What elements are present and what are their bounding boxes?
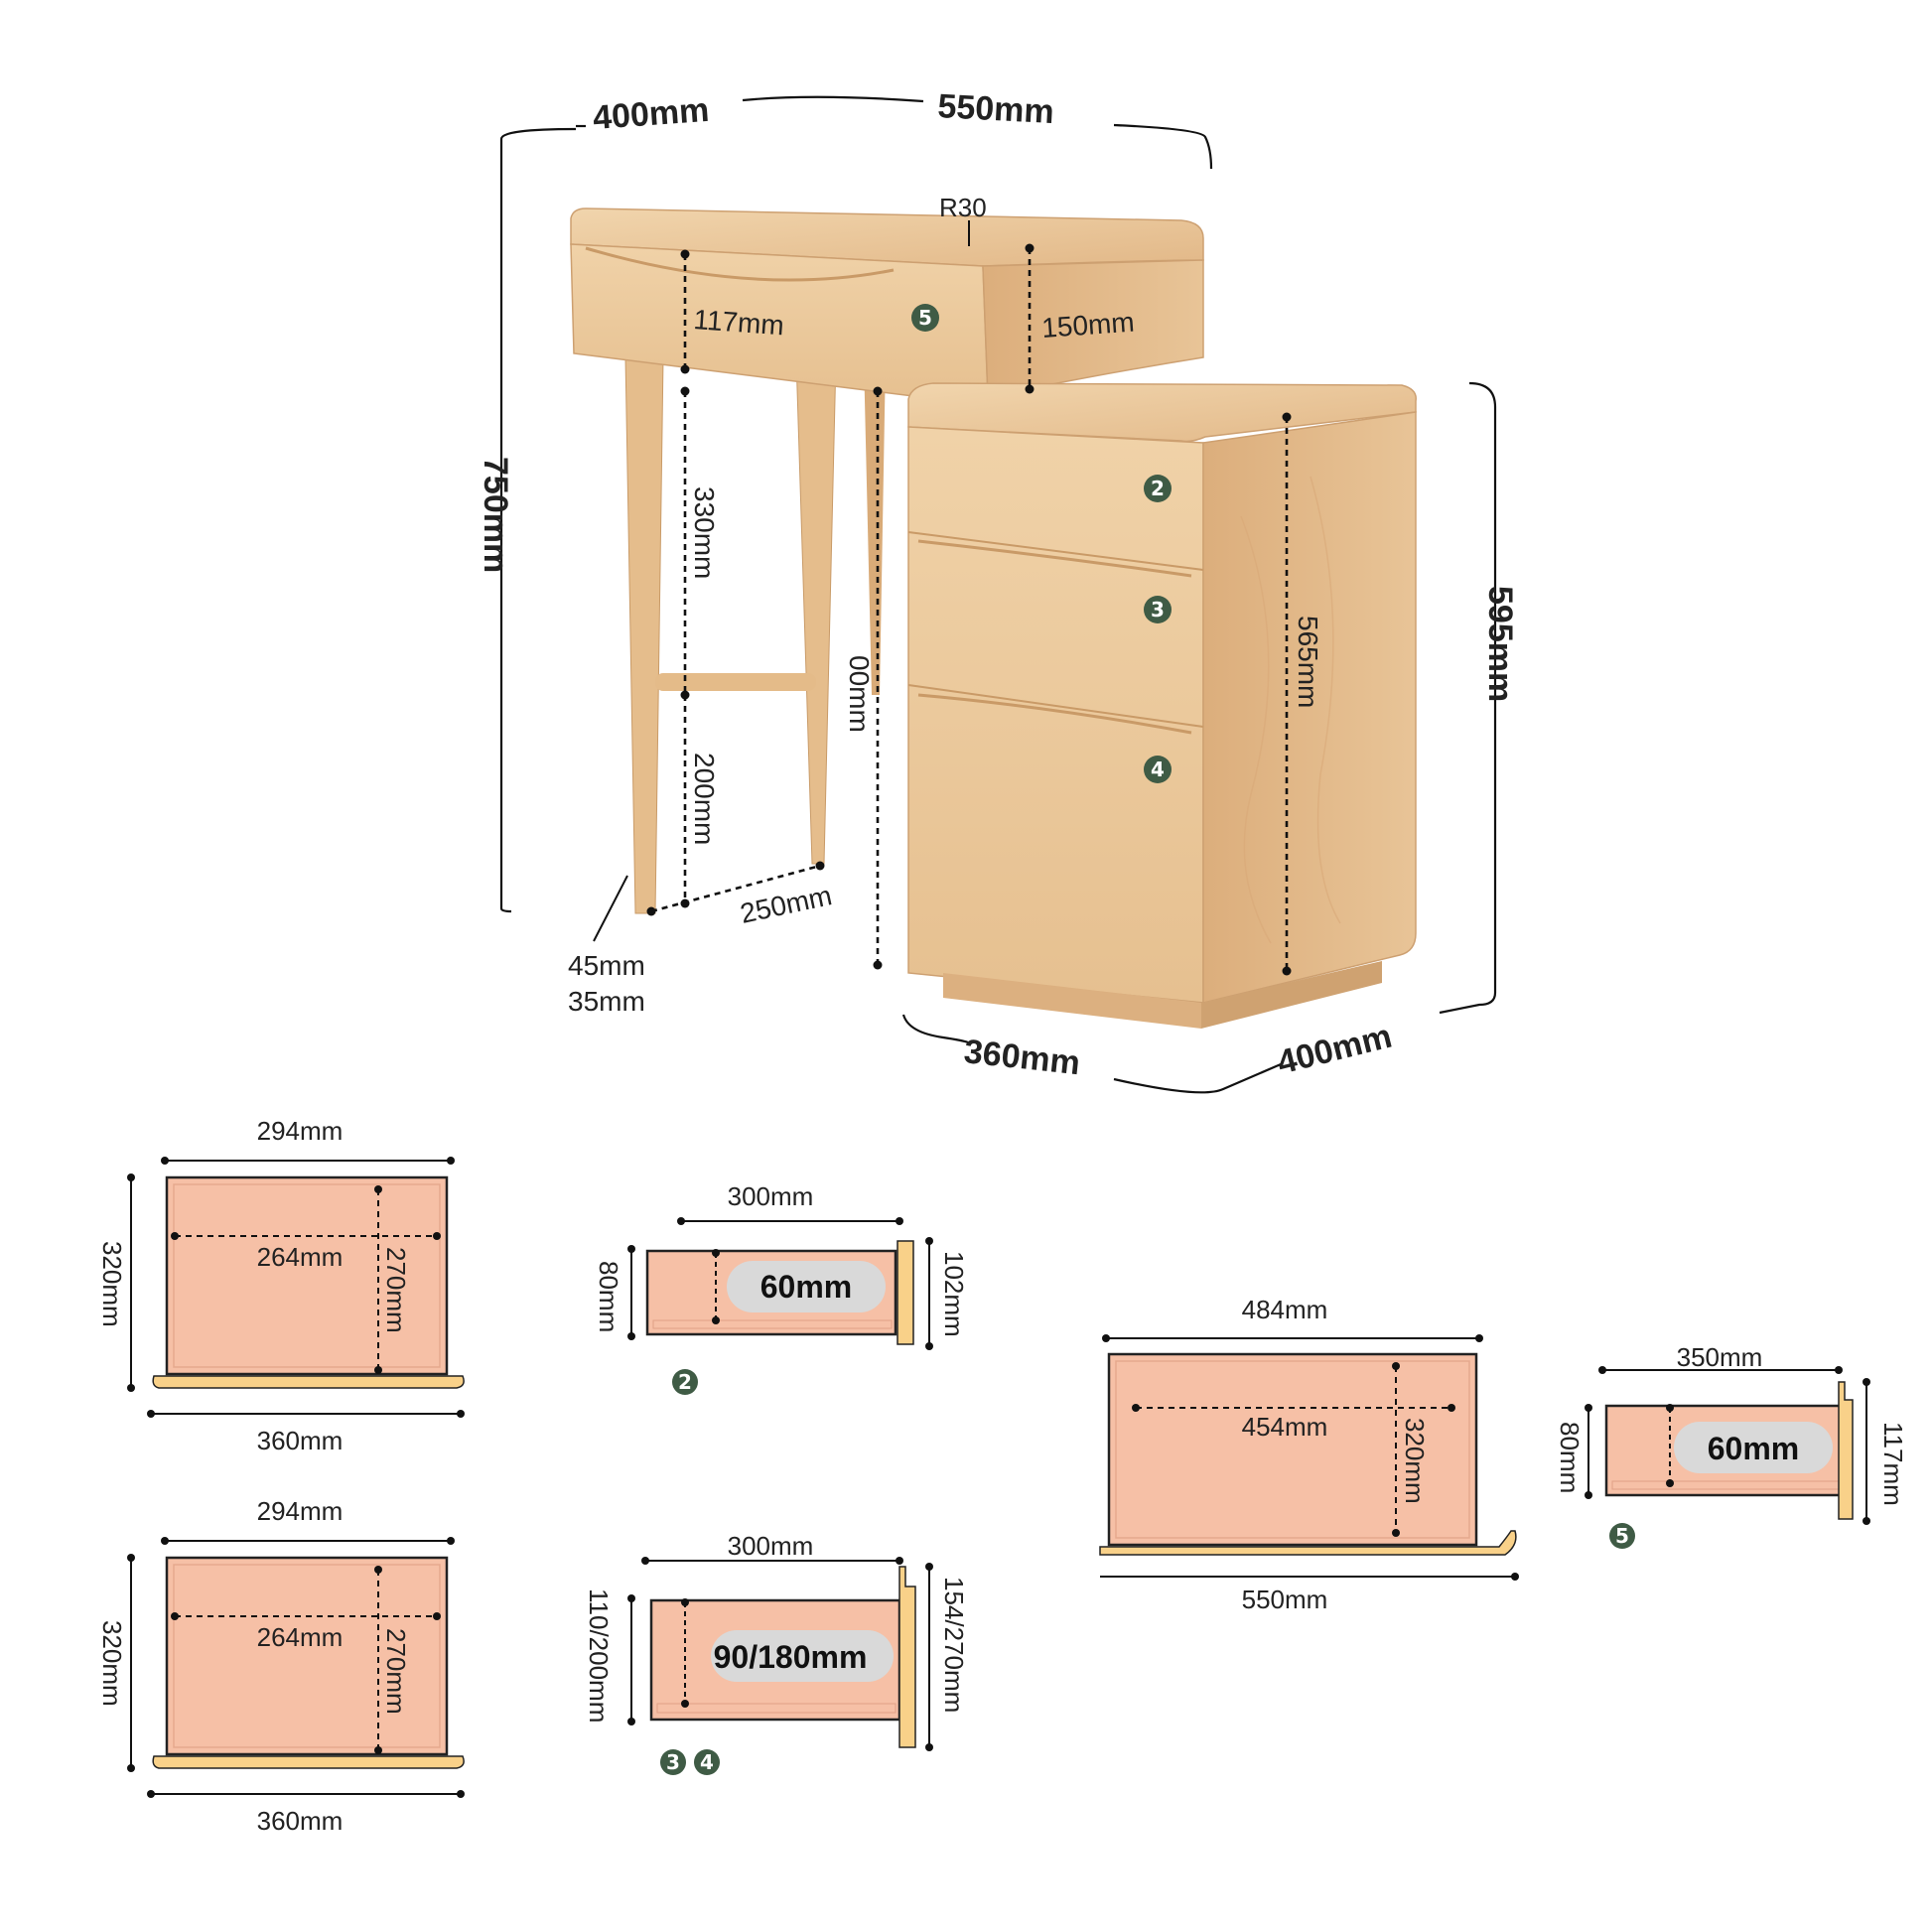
drawer-divider-2	[907, 684, 1204, 728]
label-cabinet-inner-height: 565mm	[1293, 616, 1323, 708]
side-5-badge-icon	[1609, 1523, 1635, 1549]
plan-b-inner-depth: 270mm	[381, 1628, 411, 1715]
label-top-drawer-inner: 117mm	[693, 304, 785, 341]
plan-b-inner-width: 264mm	[257, 1622, 344, 1652]
plan-b-bottom-width: 360mm	[257, 1806, 344, 1836]
plan-top-inner-depth: 320mm	[1400, 1418, 1430, 1504]
side-4-badge: 4	[700, 1750, 714, 1774]
drawer-badge-4: 4	[1144, 756, 1172, 783]
drawer-pull-4	[917, 693, 1192, 735]
label-cabinet-height: 595mm	[1481, 586, 1519, 702]
drawer-plan-top: 484mm 454mm 320mm 550mm	[1099, 1295, 1519, 1614]
svg-text:3: 3	[1151, 598, 1165, 621]
label-lower-leg: 200mm	[689, 753, 720, 845]
side-5-front-height: 117mm	[1878, 1422, 1908, 1506]
drawer-side-34: 300mm 110/200mm 90/180mm 154/270mm 3 4	[584, 1531, 969, 1775]
cabinet-side	[1202, 411, 1417, 1004]
side-2-length: 300mm	[728, 1181, 814, 1211]
drawer-plan-b: 294mm 264mm 270mm 320mm 360mm	[97, 1496, 465, 1836]
label-cabinet-width: 360mm	[962, 1033, 1082, 1082]
drawer-badge-3: 3	[1144, 596, 1172, 623]
side-3-badge: 3	[666, 1750, 680, 1774]
desk-leg-left	[624, 356, 664, 914]
label-top-width: 550mm	[937, 87, 1055, 131]
desk-leg-right	[795, 356, 837, 865]
plan-top-bottom-width: 550mm	[1242, 1585, 1328, 1614]
desk-drawer-pull	[585, 246, 895, 282]
drawer-divider-1	[907, 531, 1204, 571]
side-34-inner-height: 110/200mm	[584, 1588, 614, 1723]
drawer-side-2: 300mm 80mm 60mm 102mm 2	[594, 1181, 969, 1395]
plan-a-inner-width: 264mm	[257, 1242, 344, 1272]
label-top-drawer-height: 150mm	[1040, 307, 1135, 344]
desk-leg-rear	[864, 357, 886, 695]
side-2-usable-height: 60mm	[760, 1269, 853, 1305]
label-overall-height: 750mm	[477, 457, 514, 573]
cabinet-plinth-side	[1201, 961, 1382, 1029]
side-3-badge-icon	[660, 1749, 686, 1775]
plan-b-depth: 320mm	[97, 1620, 127, 1707]
label-top-depth: 400mm	[592, 91, 711, 137]
side-2-front-height: 102mm	[939, 1251, 969, 1337]
side-5-badge: 5	[1615, 1524, 1629, 1548]
side-4-badge-icon	[694, 1749, 720, 1775]
plan-top-width: 484mm	[1242, 1295, 1328, 1324]
desk-illustration	[570, 207, 1417, 1029]
label-leg-size-top: 45mm	[568, 950, 645, 981]
side-5-usable-height: 60mm	[1708, 1431, 1800, 1466]
label-floor-clearance: 00mm	[844, 655, 875, 733]
product-dimension-lines	[499, 95, 1497, 1094]
svg-text:5: 5	[918, 306, 932, 330]
label-leg-size-bottom: 35mm	[568, 986, 645, 1017]
leg-stretcher	[655, 673, 816, 691]
drawer-side-5: 350mm 80mm 60mm 117mm 5	[1555, 1342, 1908, 1549]
leg-leader	[593, 875, 628, 942]
side-2-inner-height: 80mm	[594, 1261, 623, 1332]
label-upper-leg: 330mm	[689, 486, 720, 579]
svg-text:4: 4	[1151, 758, 1165, 781]
cabinet-front	[907, 426, 1204, 1004]
label-leg-spacing: 250mm	[738, 880, 835, 929]
dashed-measurements	[650, 248, 1289, 971]
cabinet-top	[907, 382, 1417, 443]
side-34-length: 300mm	[728, 1531, 814, 1561]
side-2-badge-icon	[672, 1369, 698, 1395]
drawer-badge-5: 5	[911, 304, 939, 332]
drawer-plan-a: 294mm 264mm 270mm 320mm 360mm	[97, 1116, 465, 1455]
side-34-front-height: 154/270mm	[939, 1577, 969, 1713]
plan-a-top-width: 294mm	[257, 1116, 344, 1146]
drawer-pull-3	[917, 539, 1192, 578]
plan-a-bottom-width: 360mm	[257, 1426, 344, 1455]
svg-text:2: 2	[1151, 477, 1165, 500]
side-2-badge: 2	[678, 1370, 692, 1394]
plan-top-inner-width: 454mm	[1242, 1412, 1328, 1442]
plan-a-inner-depth: 270mm	[381, 1247, 411, 1333]
plan-b-top-width: 294mm	[257, 1496, 344, 1526]
side-34-usable-height: 90/180mm	[714, 1639, 868, 1675]
side-5-length: 350mm	[1677, 1342, 1763, 1372]
label-cabinet-depth: 400mm	[1274, 1018, 1396, 1082]
measurement-dots	[646, 243, 1292, 976]
drawer-badge-2: 2	[1144, 475, 1172, 502]
side-5-inner-height: 80mm	[1555, 1422, 1585, 1493]
cabinet-plinth	[943, 973, 1201, 1029]
label-corner-radius: R30	[939, 193, 987, 222]
plan-a-depth: 320mm	[97, 1241, 127, 1327]
